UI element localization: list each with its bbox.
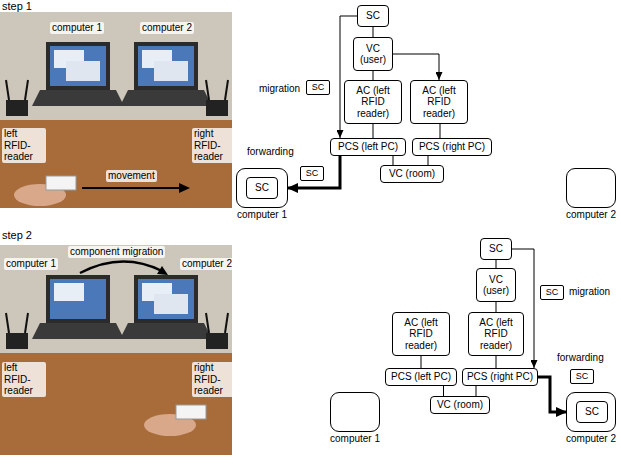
edge-label: migration bbox=[568, 286, 611, 298]
photo-label: component migration bbox=[68, 246, 165, 258]
photo-label: right RFID-reader bbox=[192, 128, 236, 163]
connector bbox=[476, 386, 477, 396]
computer-heading: computer 2 bbox=[566, 433, 616, 445]
edge-label: forwarding bbox=[556, 352, 605, 364]
photo-label: left RFID-reader bbox=[2, 128, 46, 163]
computer-box: computer 1 bbox=[330, 392, 380, 432]
connector bbox=[443, 386, 444, 396]
photo-label: movement bbox=[106, 170, 157, 182]
process-box: VC (user) bbox=[353, 37, 393, 71]
computer-heading: computer 2 bbox=[566, 209, 616, 221]
box-text: VC (room) bbox=[389, 168, 435, 180]
process-box: AC (left RFID reader) bbox=[468, 312, 524, 356]
connector bbox=[373, 27, 374, 37]
computer-heading: computer 1 bbox=[237, 209, 287, 221]
photo-label: left RFID-reader bbox=[2, 362, 46, 397]
box-text: PCS (left PC) bbox=[338, 141, 398, 153]
process-box: PCS (left PC) bbox=[385, 368, 457, 386]
box-text: SC bbox=[306, 168, 319, 178]
computer-heading: computer 1 bbox=[330, 433, 380, 445]
box-text: PCS (right PC) bbox=[419, 141, 485, 153]
box-text: SC bbox=[585, 406, 599, 418]
computer-box: computer 1SC bbox=[236, 168, 288, 208]
box-text: SC bbox=[489, 243, 503, 255]
process-box: AC (left RFID reader) bbox=[410, 80, 468, 124]
photo-label: computer 2 bbox=[180, 258, 234, 270]
box-text: VC (room) bbox=[437, 399, 483, 411]
edge-label: migration bbox=[258, 83, 301, 95]
connector bbox=[373, 71, 374, 80]
box-text: SC bbox=[576, 371, 589, 381]
box-text: PCS (right PC) bbox=[467, 371, 533, 383]
connector bbox=[428, 156, 429, 165]
photo-step-1 bbox=[0, 12, 232, 208]
computer-box: computer 2 bbox=[566, 168, 616, 208]
photo-label: right RFID-reader bbox=[192, 362, 236, 397]
box-text: PCS (left PC) bbox=[391, 371, 451, 383]
forwarding-arrow bbox=[538, 377, 566, 412]
step-label: step 1 bbox=[2, 0, 32, 13]
process-box: AC (left RFID reader) bbox=[392, 312, 450, 356]
computer-box: computer 2SC bbox=[566, 392, 616, 432]
process-box: SC bbox=[576, 401, 608, 423]
process-box: SC bbox=[246, 177, 278, 199]
process-box: SC bbox=[357, 5, 389, 27]
connector bbox=[421, 356, 422, 368]
box-text: SC bbox=[546, 287, 559, 297]
connector bbox=[496, 302, 497, 312]
process-box: PCS (left PC) bbox=[330, 138, 406, 156]
connector bbox=[440, 124, 441, 138]
process-box: VC (user) bbox=[476, 268, 516, 302]
connector bbox=[373, 124, 374, 138]
component-tag: SC bbox=[300, 166, 324, 181]
box-text: VC (user) bbox=[479, 274, 513, 297]
component-tag: SC bbox=[570, 369, 594, 384]
box-text: SC bbox=[255, 182, 269, 194]
connector bbox=[496, 356, 497, 368]
process-box: SC bbox=[480, 238, 512, 260]
connector bbox=[496, 260, 497, 268]
process-box: VC (room) bbox=[430, 396, 490, 414]
box-text: SC bbox=[366, 10, 380, 22]
connector bbox=[393, 54, 439, 80]
box-text: AC (left RFID reader) bbox=[395, 317, 447, 352]
photo-label: computer 1 bbox=[4, 258, 58, 270]
edge-label: forwarding bbox=[246, 146, 295, 158]
step-label: step 2 bbox=[2, 229, 32, 242]
process-box: AC (left RFID reader) bbox=[344, 80, 402, 124]
box-text: AC (left RFID reader) bbox=[413, 85, 465, 120]
box-text: AC (left RFID reader) bbox=[347, 85, 399, 120]
component-tag: SC bbox=[306, 80, 330, 95]
box-text: VC (user) bbox=[356, 43, 390, 66]
connector bbox=[393, 156, 394, 165]
process-box: VC (room) bbox=[380, 165, 444, 183]
photo-step-2 bbox=[0, 245, 232, 455]
photo-label: computer 1 bbox=[50, 22, 104, 34]
component-tag: SC bbox=[540, 285, 564, 300]
box-text: SC bbox=[312, 82, 325, 92]
box-text: AC (left RFID reader) bbox=[471, 317, 521, 352]
forwarding-arrow bbox=[288, 156, 340, 188]
process-box: PCS (right PC) bbox=[412, 138, 492, 156]
photo-label: computer 2 bbox=[140, 22, 194, 34]
process-box: PCS (right PC) bbox=[462, 368, 538, 386]
